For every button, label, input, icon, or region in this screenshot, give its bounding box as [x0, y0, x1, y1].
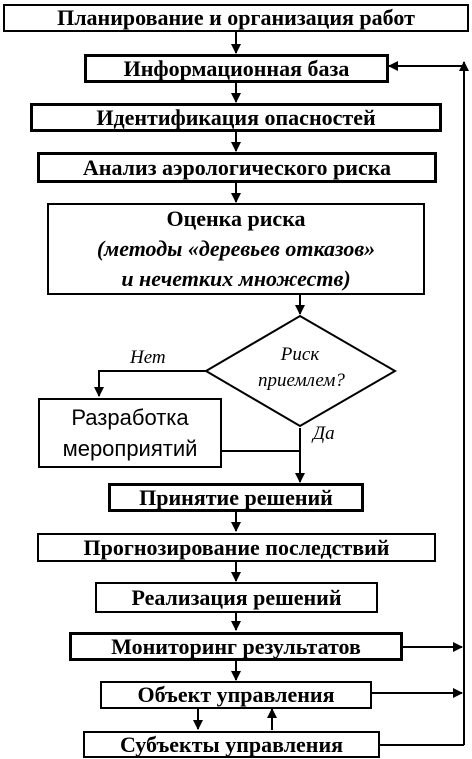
- risk-analysis-box: Анализ аэрологического риска: [37, 152, 437, 183]
- decision-text-line2: приемлем?: [258, 370, 345, 391]
- risk-evaluation-methods-cont: и нечетких множеств): [121, 266, 351, 291]
- forecast-box: Прогнозирование последствий: [37, 533, 436, 562]
- arrow-decision-no: [94, 370, 206, 397]
- measures-box: Разработка мероприятий: [38, 398, 222, 468]
- label-yes: Да: [313, 423, 335, 444]
- control-object-box: Объект управления: [100, 681, 372, 709]
- control-subjects-box: Субъекты управления: [83, 731, 380, 758]
- implementation-box: Реализация решений: [95, 582, 378, 613]
- decisions-box: Принятие решений: [108, 483, 364, 512]
- decision-diamond: [204, 314, 397, 428]
- measures-line1: Разработка: [71, 405, 189, 430]
- risk-evaluation-box: Оценка риска (методы «деревьев отказов» …: [47, 203, 425, 295]
- info-base-box: Информационная база: [84, 54, 389, 83]
- hazard-identification-box: Идентификация опасностей: [30, 103, 442, 132]
- risk-evaluation-methods: (методы «деревьев отказов»: [96, 236, 376, 261]
- planning-box: Планирование и организация работ: [3, 4, 469, 32]
- monitoring-box: Мониторинг результатов: [69, 632, 403, 661]
- measures-line2: мероприятий: [62, 436, 198, 461]
- label-no: Нет: [130, 347, 166, 368]
- risk-evaluation-title: Оценка риска: [166, 206, 306, 231]
- decision-text-line1: Риск: [280, 344, 320, 365]
